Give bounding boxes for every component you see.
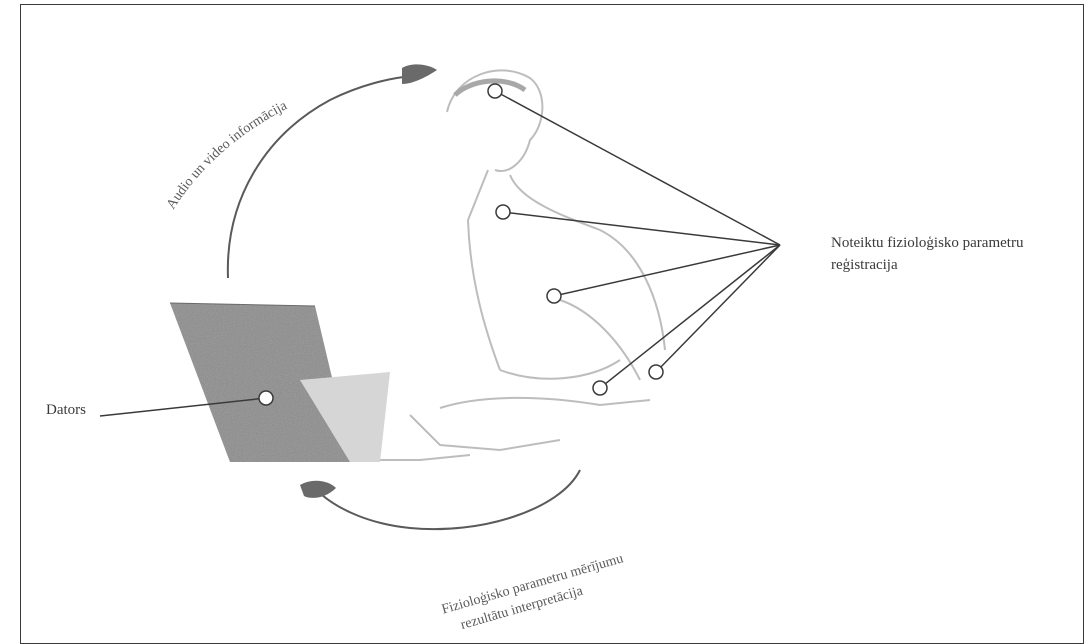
laptop [170,303,390,462]
parameter-registration-line2: reģistracija [831,254,1023,276]
arrowhead-bottom [300,481,336,498]
sensor-chest [547,289,561,303]
interpretation-arrow [300,470,580,529]
audio-video-label: Audio un video informācija [164,98,290,212]
person-figure [380,70,665,460]
sensor-head [488,84,502,98]
parameter-registration-label: Noteiktu fizioloģisko parametru reģistra… [831,232,1023,276]
arrowhead-top [402,64,437,84]
sensor-hand [593,381,607,395]
computer-label: Dators [46,402,86,419]
sensor-wrist [649,365,663,379]
sensor-computer [259,391,273,405]
sensor-neck [496,205,510,219]
parameter-registration-line1: Noteiktu fizioloģisko parametru [831,232,1023,254]
audio-video-arrow [228,64,437,278]
